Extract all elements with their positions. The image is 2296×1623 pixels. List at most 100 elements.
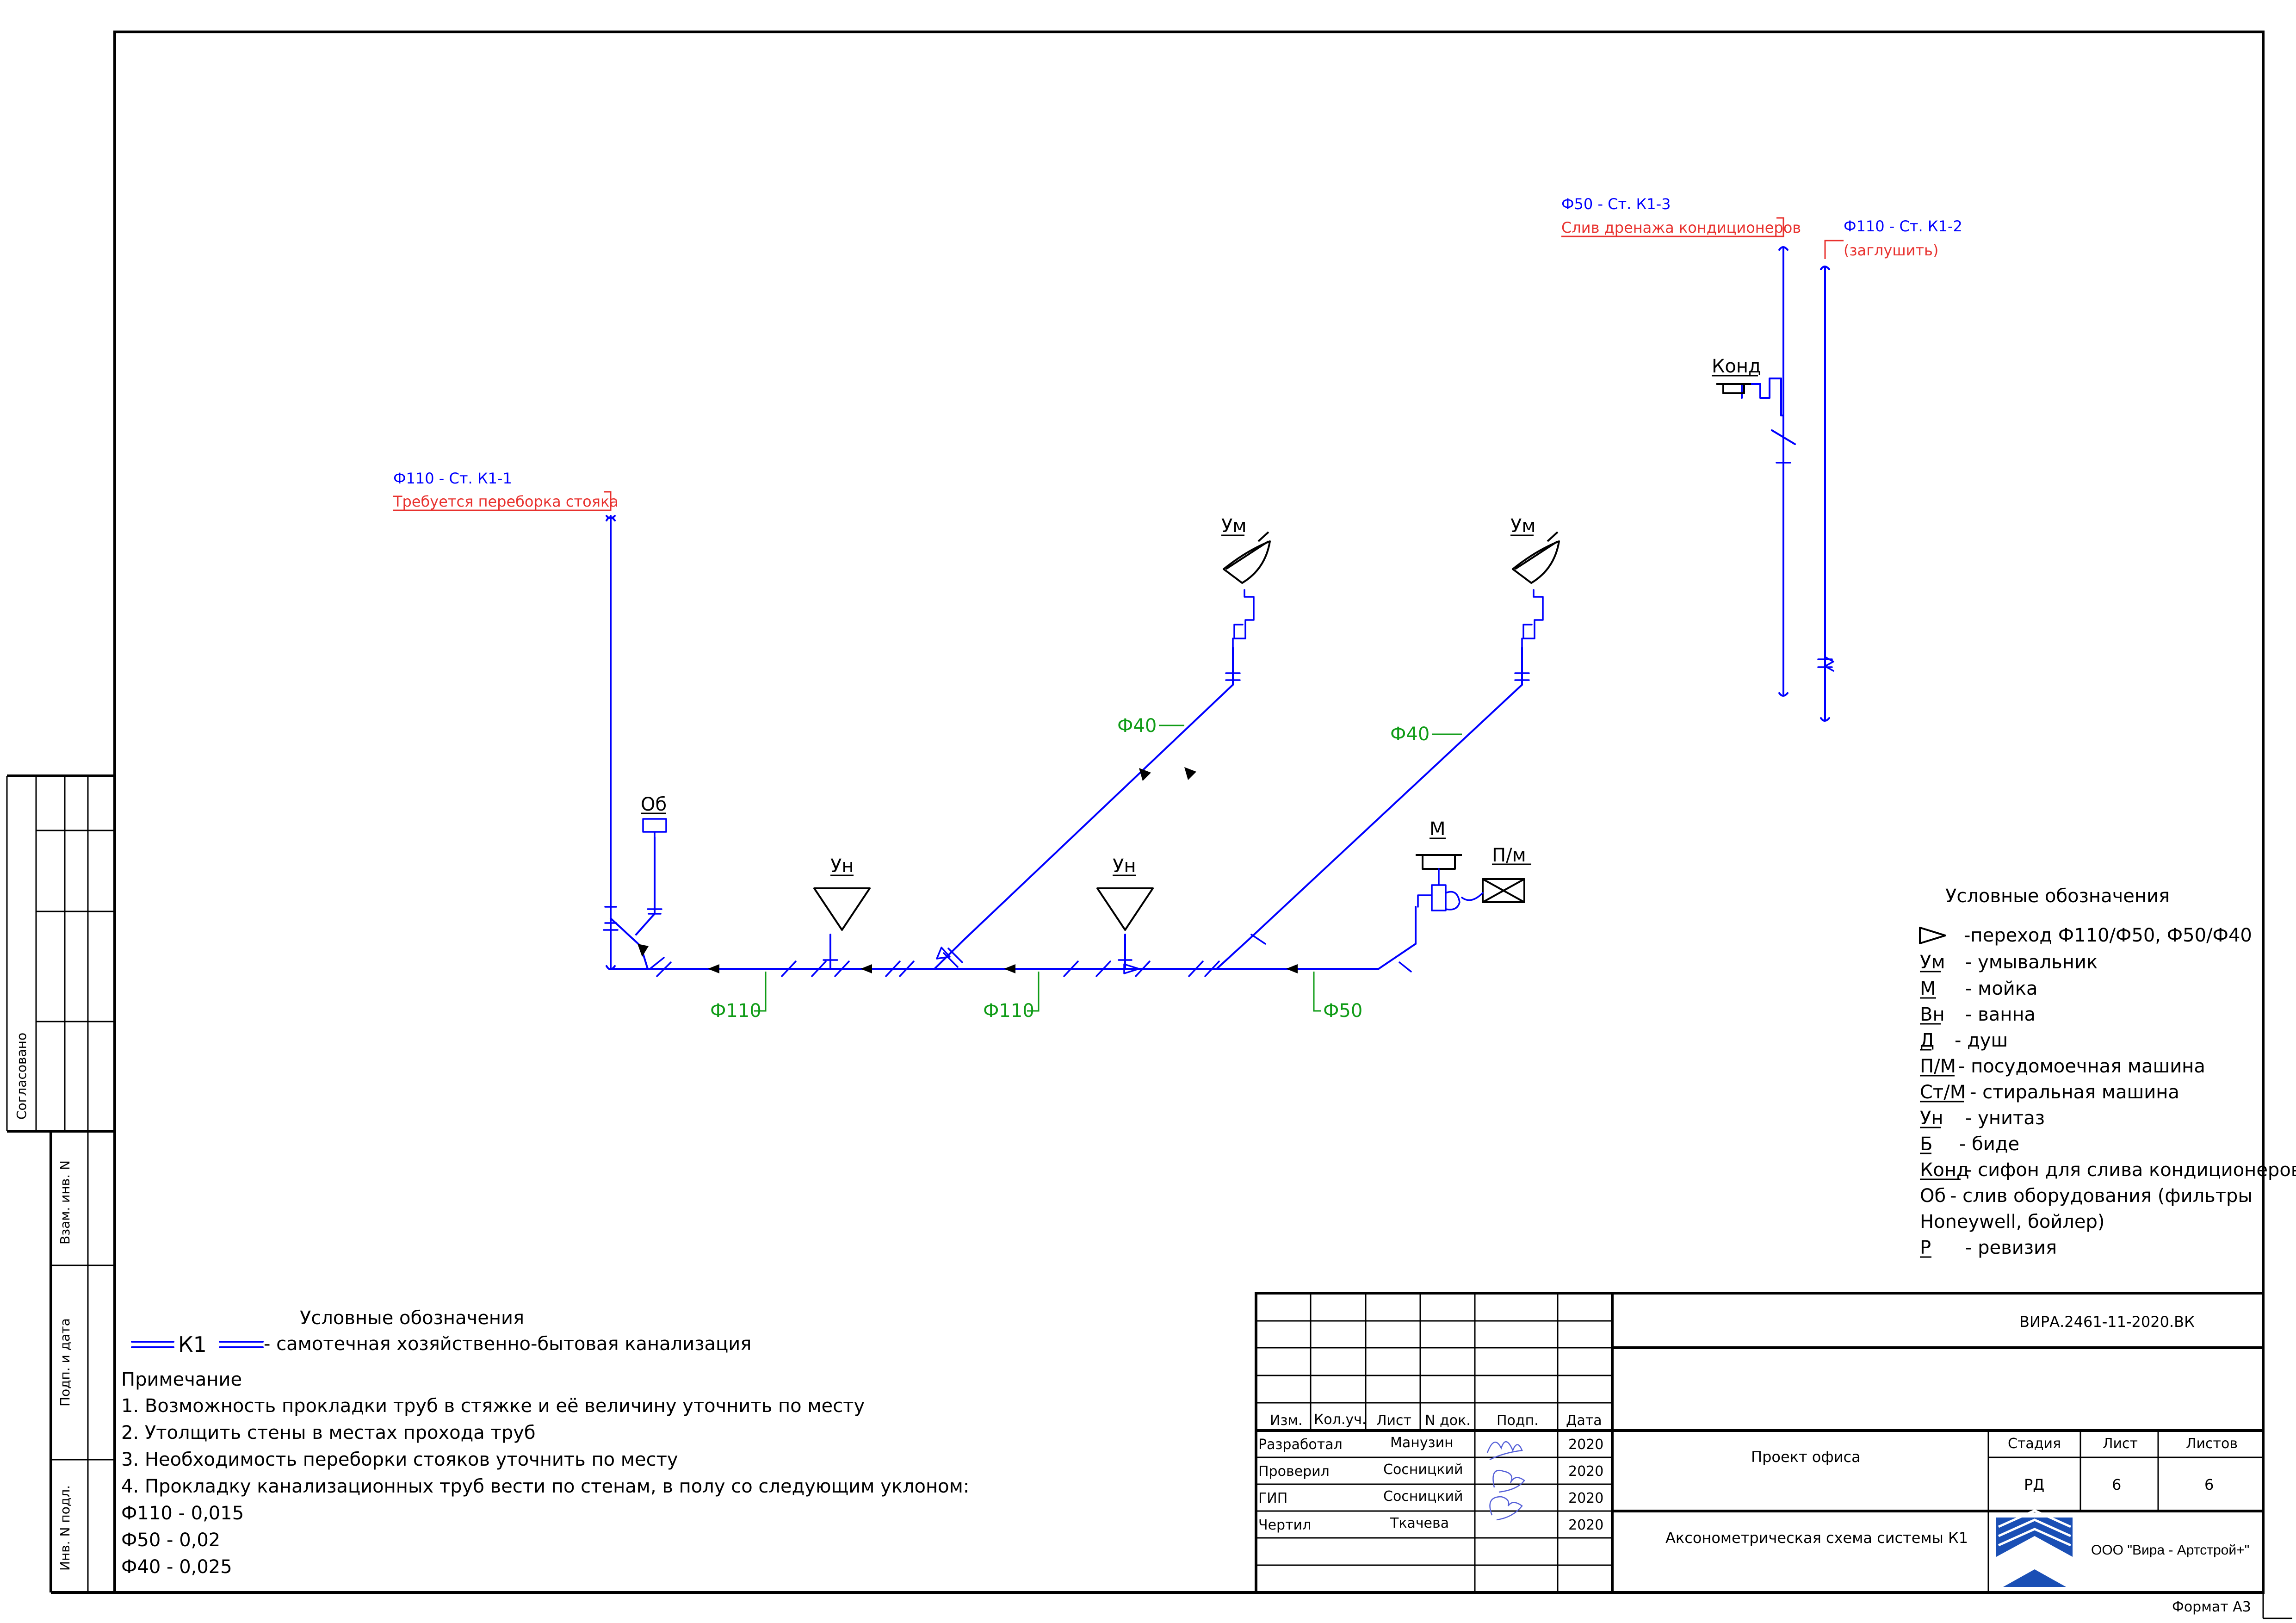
- legend-item: Конд - сифон для слива кондиционеров: [1920, 1159, 2296, 1181]
- legend-k1-code: К1: [178, 1332, 207, 1357]
- fixture-um1-label: Ум: [1221, 515, 1247, 537]
- svg-text:- душ: - душ: [1955, 1030, 2008, 1051]
- svg-text:- мойка: - мойка: [1965, 978, 2037, 999]
- note-line: 1. Возможность прокладки труб в стяжке и…: [121, 1395, 865, 1417]
- tb-date: 2020: [1568, 1437, 1603, 1453]
- tb-role: Проверил: [1258, 1463, 1330, 1480]
- diameter-50: Ф50: [1323, 1000, 1362, 1022]
- legend-item: Д - душ: [1920, 1030, 2008, 1051]
- notes: Примечание 1. Возможность прокладки труб…: [121, 1369, 969, 1578]
- fixture-um2-label: Ум: [1510, 515, 1536, 537]
- legend-left-title: Условные обозначения: [300, 1307, 524, 1329]
- fixture-symbols: Об Ун Ун Ум Ум М П/м Конд: [641, 356, 1761, 931]
- legend-k1-desc: - самотечная хозяйственно-бытовая канали…: [264, 1333, 751, 1355]
- riser-k1-3-title: Ф50 - Ст. К1-3: [1561, 195, 1671, 213]
- svg-text:Вн: Вн: [1920, 1004, 1945, 1025]
- legend-item: Об - слив оборудования (фильтры: [1920, 1185, 2253, 1207]
- svg-text:Д: Д: [1920, 1030, 1934, 1051]
- tb-date: 2020: [1568, 1517, 1603, 1533]
- sheet-value: 6: [2112, 1476, 2121, 1493]
- legend-left: Условные обозначения К1 - самотечная хоз…: [131, 1307, 751, 1357]
- tb-header-izm: Изм.: [1270, 1412, 1303, 1429]
- drawing-frame: Согласовано Взам. инв. N Подп. и дата Ин…: [6, 31, 2265, 1594]
- tb-role: Разработал: [1258, 1437, 1343, 1453]
- note-line: 2. Утолщить стены в местах прохода труб: [121, 1422, 536, 1443]
- svg-text:Б: Б: [1920, 1134, 1932, 1155]
- legend-item: П/М - посудомоечная машина: [1920, 1056, 2205, 1077]
- vzam-label: Взам. инв. N: [57, 1160, 73, 1245]
- svg-text:- стиральная машина: - стиральная машина: [1970, 1082, 2179, 1103]
- legend-item: Р - ревизия: [1920, 1237, 2057, 1258]
- fixture-un2-label: Ун: [1113, 855, 1136, 877]
- note-line: 4. Прокладку канализационных труб вести …: [121, 1476, 969, 1497]
- legend-item: Ум - умывальник: [1920, 952, 2098, 973]
- fixture-kond-label: Конд: [1712, 356, 1761, 377]
- sheet-header: Лист: [2103, 1436, 2138, 1452]
- pipe-network: [603, 246, 1834, 977]
- fixture-ob-label: Об: [641, 794, 667, 815]
- tb-person: Манузин: [1390, 1435, 1454, 1451]
- riser-k1-2-title: Ф110 - Ст. К1-2: [1844, 217, 1962, 235]
- stage-header: Стадия: [2008, 1436, 2061, 1452]
- riser-k1-3-note: Слив дренажа кондиционеров: [1561, 219, 1801, 236]
- legend-right-title: Условные обозначения: [1945, 886, 2170, 907]
- legend-item: Ст/М - стиральная машина: [1920, 1082, 2179, 1103]
- tb-header-kol: Кол.уч.: [1314, 1412, 1366, 1428]
- svg-text:- посудомоечная машина: - посудомоечная машина: [1958, 1056, 2205, 1077]
- tb-role: Чертил: [1258, 1517, 1311, 1533]
- company-logo: [1996, 1509, 2073, 1587]
- svg-text:- слив оборудования (фильтры: - слив оборудования (фильтры: [1950, 1185, 2253, 1207]
- sheet-name: Аксонометрическая схема системы К1: [1665, 1529, 1968, 1547]
- doc-code: ВИРА.2461-11-2020.ВК: [2019, 1313, 2195, 1331]
- diameter-110-mid: Ф110: [983, 1000, 1034, 1022]
- fixture-un1-label: Ун: [830, 855, 854, 877]
- svg-text:П/М: П/М: [1920, 1056, 1956, 1077]
- signature-3: [1489, 1496, 1523, 1521]
- notes-title: Примечание: [121, 1369, 242, 1390]
- riser-k1-2-note: (заглушить): [1844, 242, 1938, 259]
- note-line: Ф110 - 0,015: [121, 1503, 244, 1524]
- diameter-40-right: Ф40: [1390, 724, 1430, 745]
- legend-right: Условные обозначения -переход Ф110/Ф50, …: [1919, 886, 2296, 1258]
- stage-value: РД: [2024, 1476, 2044, 1493]
- legend-item: Б - биде: [1920, 1134, 2019, 1155]
- title-block: ВИРА.2461-11-2020.ВК Проект офиса Аксоно…: [1255, 1292, 2265, 1594]
- agreed-label: Согласовано: [14, 1033, 29, 1120]
- svg-text:Р: Р: [1920, 1237, 1931, 1258]
- svg-text:- биде: - биде: [1959, 1134, 2019, 1155]
- legend-item-transition: -переход Ф110/Ф50, Ф50/Ф40: [1964, 925, 2252, 946]
- legend-item: Ун - унитаз: [1920, 1108, 2045, 1129]
- riser-labels: Ф110 - Ст. К1-1 Требуется переборка стоя…: [393, 195, 1962, 511]
- format-label: Формат А3: [2172, 1599, 2251, 1615]
- note-line: 3. Необходимость переборки стояков уточн…: [121, 1449, 678, 1470]
- company-name: ООО "Вира - Артстрой+": [2091, 1542, 2249, 1558]
- fixture-pm-label: П/м: [1492, 845, 1526, 866]
- sheets-value: 6: [2204, 1476, 2214, 1493]
- tb-header-ndok: N док.: [1425, 1412, 1471, 1429]
- tb-date: 2020: [1568, 1463, 1603, 1480]
- diameter-110-left: Ф110: [710, 1000, 761, 1022]
- svg-text:Об: Об: [1920, 1185, 1946, 1207]
- tb-person: Сосницкий: [1383, 1488, 1463, 1505]
- svg-text:Конд: Конд: [1920, 1159, 1969, 1181]
- inv-podl-label: Инв. N подл.: [57, 1485, 73, 1571]
- svg-text:Ст/М: Ст/М: [1920, 1082, 1966, 1103]
- signature-1: [1486, 1441, 1523, 1461]
- svg-text:Ум: Ум: [1920, 952, 1945, 973]
- podp-data-label: Подп. и дата: [57, 1318, 73, 1406]
- signature-2: [1492, 1470, 1525, 1493]
- svg-text:- ревизия: - ревизия: [1965, 1237, 2057, 1258]
- svg-text:- ванна: - ванна: [1965, 1004, 2036, 1025]
- sheets-header: Листов: [2186, 1436, 2238, 1452]
- svg-text:Honeywell, бойлер): Honeywell, бойлер): [1920, 1211, 2104, 1233]
- svg-text:М: М: [1920, 978, 1936, 999]
- fixture-m-label: М: [1430, 818, 1446, 840]
- riser-k1-1-note: Требуется переборка стояка: [393, 493, 619, 510]
- tb-person: Ткачева: [1390, 1515, 1449, 1531]
- note-line: Ф50 - 0,02: [121, 1530, 220, 1551]
- tb-person: Сосницкий: [1383, 1462, 1463, 1478]
- svg-text:- унитаз: - унитаз: [1965, 1108, 2045, 1129]
- legend-item: М - мойка: [1920, 978, 2037, 999]
- tb-header-list: Лист: [1376, 1412, 1411, 1429]
